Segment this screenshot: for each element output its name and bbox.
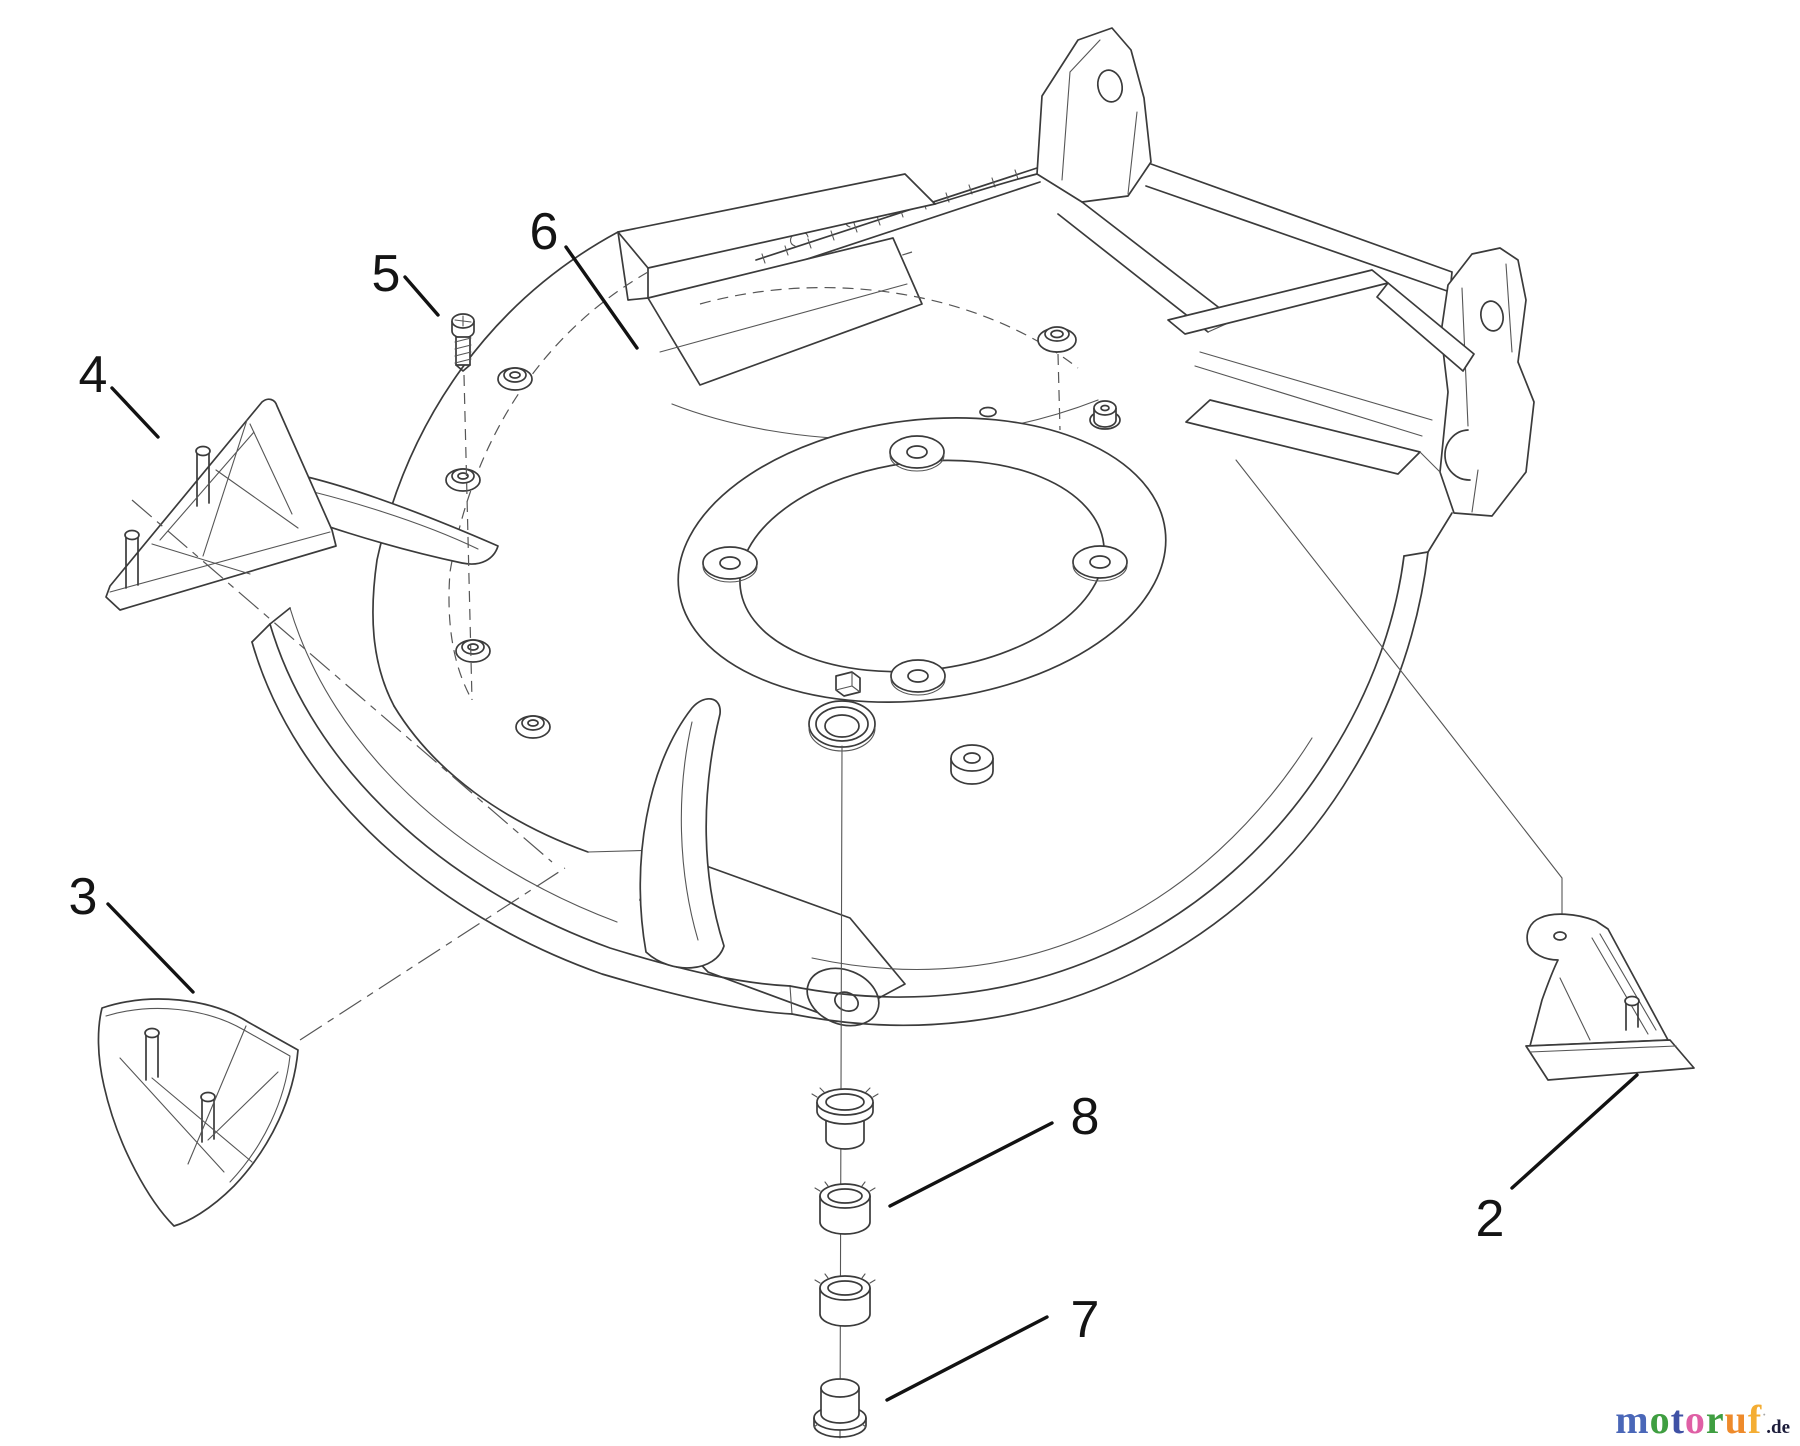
callout-4-label: 4 [79, 346, 108, 404]
rear-right-bracket [1439, 247, 1535, 517]
callout-8-label: 8 [1071, 1088, 1100, 1146]
callout-2-leader [1510, 1073, 1639, 1190]
callout-2: 2 [1476, 1073, 1639, 1248]
spindle-bearing [808, 700, 876, 752]
spindle-key [835, 671, 861, 697]
watermark-suffix: .de [1766, 1417, 1790, 1438]
watermark-trademark: · [1762, 1407, 1767, 1422]
discharge-tray [1167, 269, 1475, 475]
callout-6: 6 [530, 203, 639, 350]
callout-3-leader [106, 902, 195, 994]
front-wheel-bracket [587, 849, 906, 1027]
bolt-boss [1072, 545, 1128, 582]
watermark-letter: f [1747, 1397, 1763, 1442]
part-4-baffle-drawing [105, 398, 337, 611]
watermark-letter: t [1670, 1397, 1685, 1442]
flange-nut [445, 468, 481, 492]
callout-5-label: 5 [372, 245, 401, 303]
callout-4-leader [110, 386, 160, 439]
part-3-axis-line [299, 867, 566, 1041]
part-7-bushing-drawing [813, 1378, 867, 1438]
callout-5: 5 [372, 245, 440, 317]
blade-opening-ring [677, 417, 1167, 785]
callout-6-label: 6 [530, 203, 559, 261]
callout-5-leader [403, 275, 440, 317]
watermark-letter: m [1615, 1397, 1650, 1442]
part-4-axis-line [131, 499, 553, 863]
flange-nut [1037, 326, 1077, 431]
part-2-axis-line [1235, 459, 1563, 933]
part-3-baffle-drawing [97, 998, 299, 1227]
callout-3-label: 3 [69, 868, 98, 926]
bolt-boss [702, 546, 758, 583]
watermark-letter: r [1705, 1397, 1725, 1442]
callout-2-label: 2 [1476, 1190, 1505, 1248]
right-skirt [789, 512, 1453, 1027]
screw-axis-line [463, 374, 473, 701]
callout-7-leader [885, 1315, 1049, 1402]
watermark-letter: o [1649, 1397, 1671, 1442]
bolt-boss [890, 659, 946, 696]
rear-left-bracket [1036, 27, 1152, 203]
callout-8-leader [888, 1121, 1054, 1208]
deck-stud [1089, 400, 1121, 430]
callouts: 4 5 6 3 8 7 2 [69, 203, 1639, 1402]
left-skirt [251, 607, 793, 1015]
bolt-boss [889, 435, 945, 472]
deck-housing-drawing [238, 27, 1535, 1027]
watermark-letter: o [1684, 1397, 1706, 1442]
watermark-letter: u [1724, 1397, 1748, 1442]
motoruf-watermark: motoruf·.de [1615, 1400, 1790, 1440]
part-8-spacers-drawing [811, 1087, 879, 1327]
callout-7: 7 [885, 1291, 1100, 1402]
callout-4: 4 [79, 346, 160, 439]
callout-3: 3 [69, 868, 195, 994]
bag-chute-panel [617, 173, 1038, 386]
callout-6-leader [564, 245, 639, 350]
deck-boss-cylinder [950, 744, 994, 785]
callout-8: 8 [888, 1088, 1100, 1208]
callout-7-label: 7 [1071, 1291, 1100, 1349]
deck-slot [979, 406, 997, 418]
part-5-screw-drawing [451, 313, 475, 701]
flange-nut [455, 639, 491, 663]
flange-nut [515, 715, 551, 739]
flange-nut [497, 367, 533, 391]
part-2-baffle-drawing [1525, 913, 1695, 1081]
deck-hardware [445, 326, 1121, 739]
